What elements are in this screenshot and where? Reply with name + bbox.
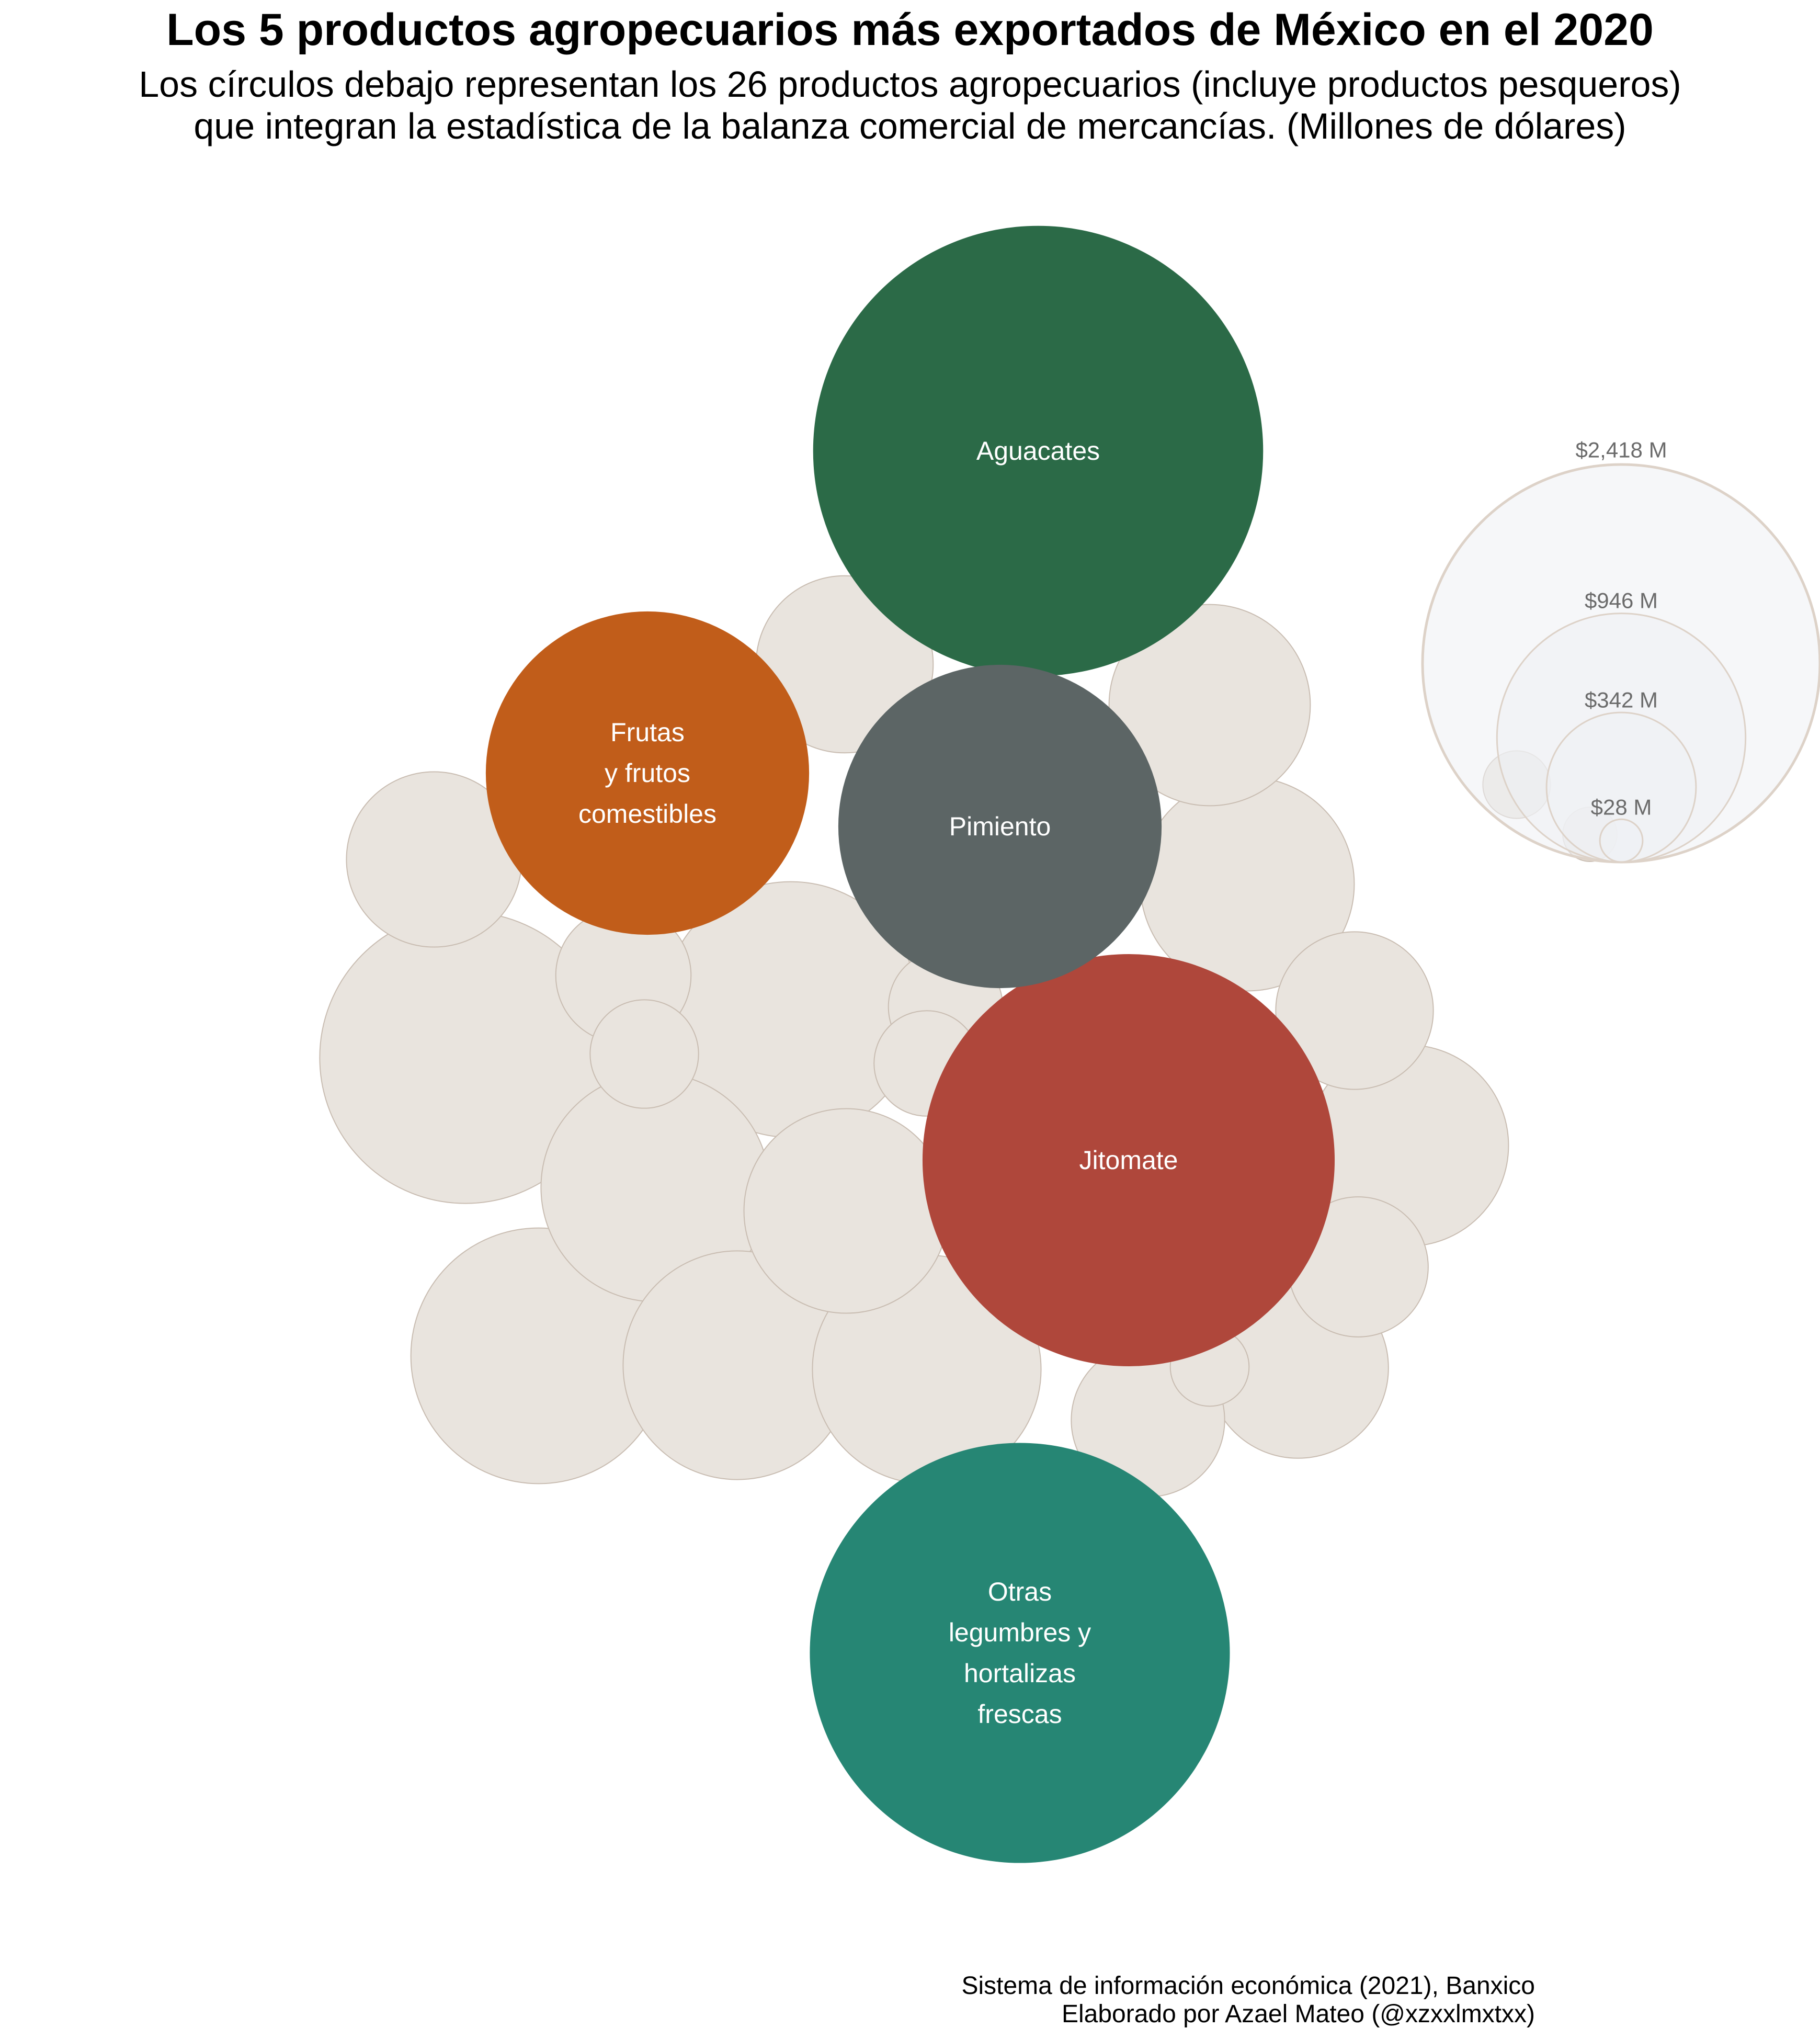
bubble-pimiento [838,664,1162,989]
subtitle-line-2: que integran la estadística de la balanz… [194,105,1626,146]
bubble-label-line: legumbres y [949,1618,1091,1647]
chart-caption: Sistema de información económica (2021),… [961,1972,1535,2028]
legend-circle [1599,818,1644,863]
bubble-label-frutas-y-frutos-comestibles: Frutas y frutos comestibles [578,718,716,829]
bubble-label-otras-legumbres-y-hortalizas-frescas: Otras legumbres y hortalizas frescas [949,1577,1091,1729]
other-products-bubbles [319,575,1618,1498]
bubble-label-line: frescas [977,1699,1062,1729]
bubble-aguacates [813,225,1264,676]
bubble-label-line: hortalizas [964,1659,1076,1688]
caption-author: Elaborado por Azael Mateo (@xzxxlmxtxx) [1061,2000,1535,2028]
bubble-label-line: Jitomate [1079,1146,1178,1175]
bubble-jitomate [922,954,1335,1367]
other-product-bubble [1108,604,1311,807]
other-product-bubble [1275,931,1434,1090]
bubble-label-line: Pimiento [949,812,1051,841]
legend-label: $28 M [1591,795,1652,820]
bubble-frutas-y-frutos-comestibles [485,611,810,935]
bubble-label-line: y frutos [605,758,690,788]
legend-label: $2,418 M [1575,438,1667,462]
bubble-label-pimiento: Pimiento [949,812,1051,841]
subtitle-line-1: Los círculos debajo representan los 26 p… [139,64,1681,105]
other-product-bubble [743,1108,949,1314]
bubble-label-line: comestibles [578,799,716,829]
bubble-label-jitomate: Jitomate [1079,1146,1178,1175]
chart-title: Los 5 productos agropecuarios más export… [166,5,1654,55]
chart-subtitle: Los círculos debajo representan los 26 p… [0,64,1820,148]
bubble-otras-legumbres-y-hortalizas-frescas [810,1443,1230,1863]
legend-label: $946 M [1585,588,1658,613]
bubble-label-aguacates: Aguacates [976,436,1100,466]
caption-source: Sistema de información económica (2021),… [961,1972,1535,2000]
other-product-bubble [589,999,699,1109]
bubble-label-line: Frutas [610,718,685,747]
bubble-label-line: Otras [988,1577,1052,1606]
bubble-label-line: Aguacates [976,436,1100,466]
legend-label: $342 M [1585,688,1658,712]
size-legend: $2,418 M $946 M $342 M $28 M [1421,438,1820,864]
